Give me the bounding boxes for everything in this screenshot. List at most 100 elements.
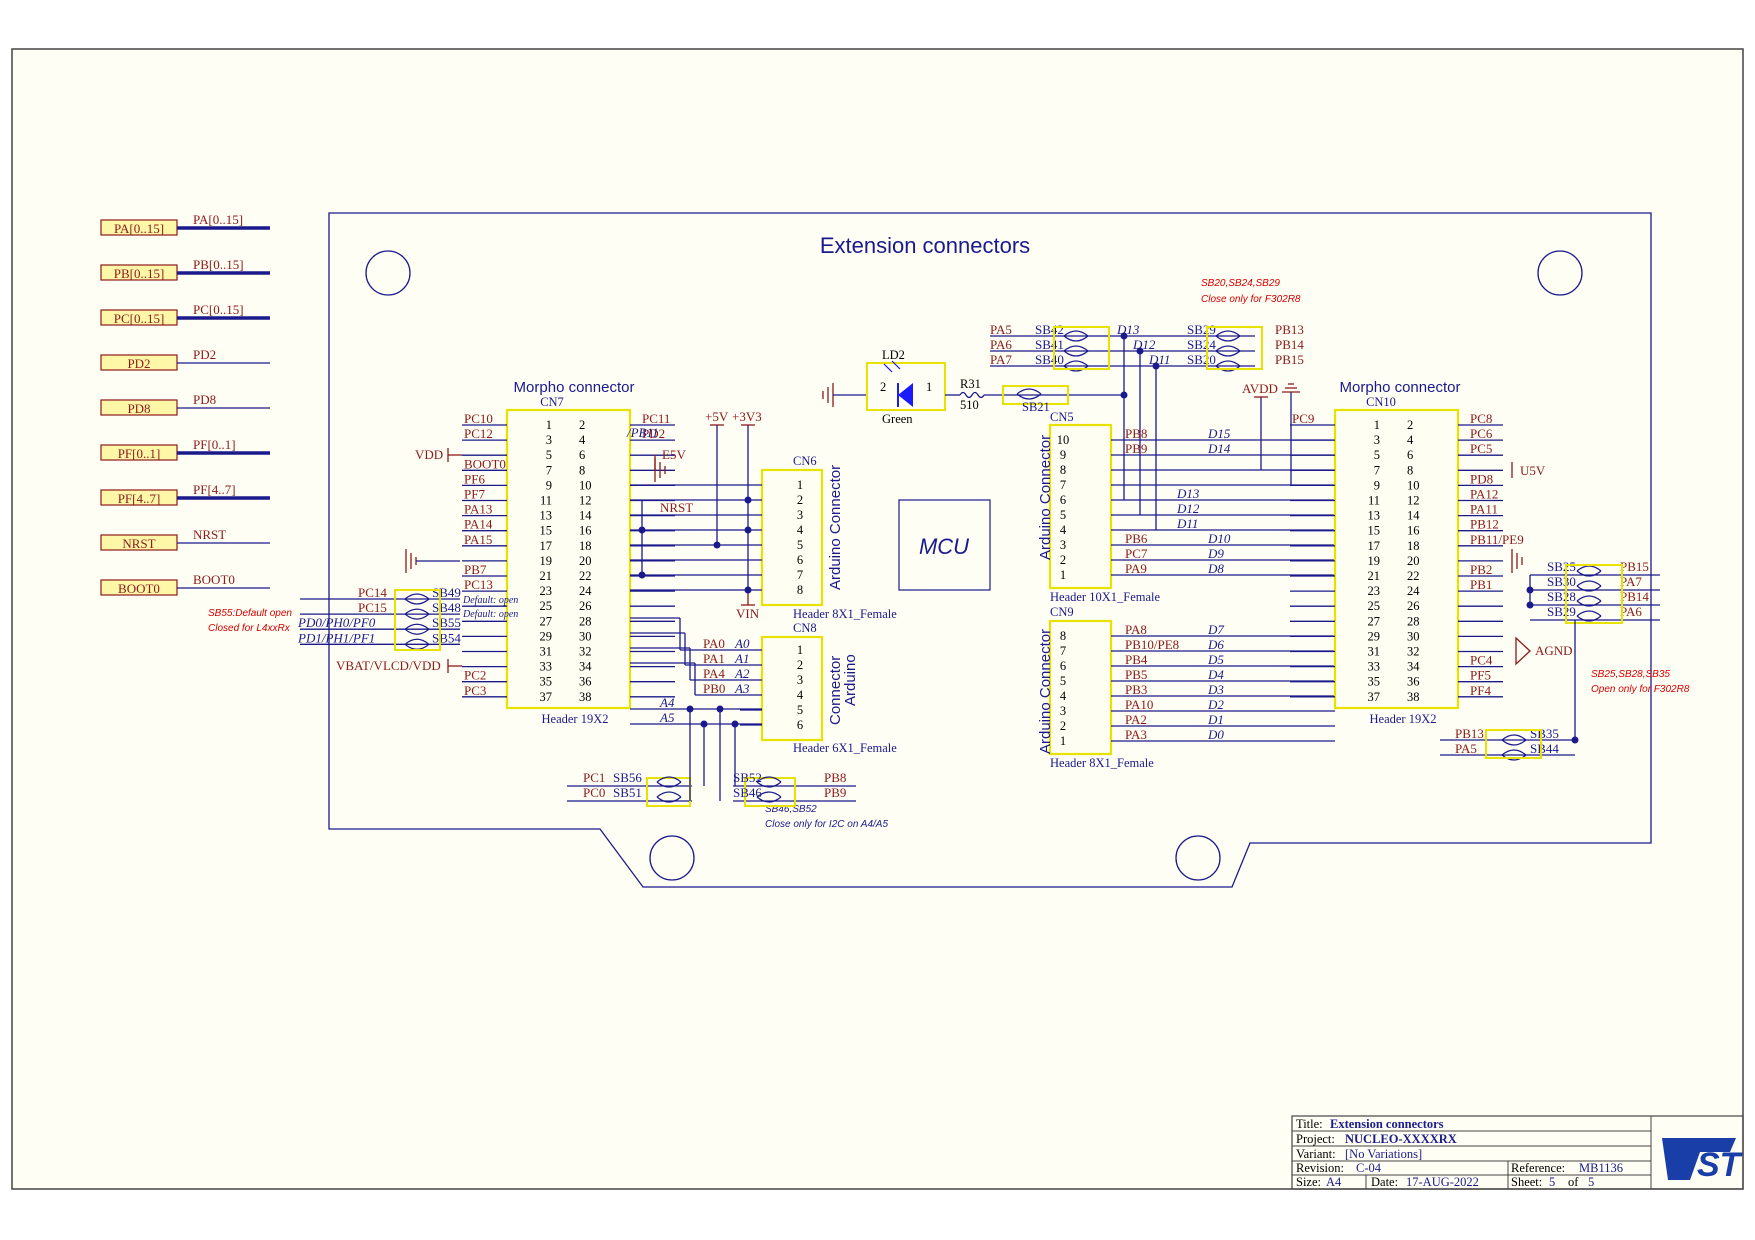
pin-number: 7 — [1374, 463, 1380, 477]
sb-d: D12 — [1132, 337, 1156, 352]
led-ref: LD2 — [882, 348, 905, 362]
pin-label: PB12 — [1470, 517, 1499, 532]
port-label: PD8 — [127, 401, 150, 416]
p3v3-label: +3V3 — [732, 409, 762, 424]
schematic-rect — [1002, 385, 1069, 405]
arduino-d: D15 — [1207, 426, 1231, 441]
schematic-circle — [700, 720, 708, 728]
pin-number: 21 — [1368, 569, 1381, 583]
cn7-ref: CN7 — [540, 395, 564, 409]
pin-label: PD2 — [642, 426, 665, 441]
pin-label: PB11/PE9 — [1470, 532, 1524, 547]
note: Closed for L4xxRx — [208, 623, 291, 634]
pin-number: 15 — [540, 524, 553, 538]
pin-number: 25 — [1368, 599, 1381, 613]
pin-number: 6 — [797, 553, 803, 567]
cn8-analog: A2 — [734, 666, 750, 681]
pin-label: PF5 — [1470, 668, 1491, 683]
st-logo: ST — [1662, 1138, 1744, 1184]
note: SB55:Default open — [208, 608, 292, 619]
pin-number: 7 — [1060, 478, 1066, 492]
pin-number: 9 — [1374, 478, 1380, 492]
pin-number: 33 — [540, 660, 553, 674]
sb-signal: PB13 — [1455, 726, 1484, 741]
cn5-footer: Header 10X1_Female — [1050, 590, 1160, 604]
pin-number: 10 — [1407, 478, 1420, 492]
pin-number: 11 — [1368, 494, 1380, 508]
pin-number: 9 — [1060, 448, 1066, 462]
note: Default: open — [462, 595, 518, 606]
schematic-circle — [1526, 601, 1534, 609]
schematic-circle — [716, 705, 724, 713]
title-block: Title: Extension connectors Project: NUC… — [1291, 1115, 1744, 1190]
pin-number: 6 — [1060, 659, 1066, 673]
pin-number: 24 — [1407, 584, 1420, 598]
r31-label: R31 — [960, 377, 981, 391]
tb-variant: [No Variations] — [1345, 1147, 1422, 1161]
cn5-connector: CN5 Arduino Connector Header 10X1_Female… — [1037, 410, 1335, 604]
pin-number: 28 — [579, 614, 592, 628]
sb-label: SB25 — [1547, 559, 1576, 574]
schematic-rect — [1291, 1115, 1744, 1190]
cn6-footer: Header 8X1_Female — [793, 607, 897, 621]
arduino-port: PB6 — [1125, 531, 1148, 546]
sb-label: SB20 — [1187, 352, 1216, 367]
board-outline — [328, 212, 1652, 888]
nrst-label: NRST — [660, 500, 693, 515]
pin-number: 4 — [579, 433, 586, 447]
tb-label: Date: — [1371, 1175, 1398, 1189]
pin-number: 2 — [1060, 553, 1066, 567]
mcu-label: MCU — [919, 534, 969, 559]
pb8-label: PB8 — [824, 770, 846, 785]
port-label: PB[0..15] — [114, 266, 165, 281]
pin-number: 25 — [540, 599, 553, 613]
note: Default: open — [462, 609, 518, 620]
led-ld2: LD2 2 1 Green R31 510 SB21 — [822, 348, 1127, 426]
sb-label: SB42 — [1035, 322, 1064, 337]
pin-number: 37 — [540, 690, 553, 704]
pin-number: 36 — [1407, 675, 1420, 689]
note: Open only for F302R8 — [1591, 684, 1690, 695]
arduino-d: D2 — [1207, 697, 1224, 712]
sb-label: SB28 — [1547, 589, 1576, 604]
pin-number: 5 — [1060, 674, 1066, 688]
pin-label: PC3 — [464, 683, 486, 698]
port-label: PC[0..15] — [114, 311, 165, 326]
pin-label: BOOT0 — [464, 456, 506, 471]
tb-revision: C-04 — [1356, 1161, 1382, 1175]
sb21-label: SB21 — [1022, 400, 1050, 414]
led-pin: 1 — [926, 380, 932, 394]
sb-label: SB44 — [1530, 741, 1559, 756]
p5v-label: +5V — [705, 409, 729, 424]
cn6-connector: CN6 Arduino Connector Header 8X1_Female … — [630, 454, 897, 621]
pc0-label: PC0 — [583, 785, 605, 800]
cn8-footer: Header 6X1_Female — [793, 741, 897, 755]
pin-number: 8 — [1060, 629, 1066, 643]
note: Close only for F302R8 — [1201, 294, 1301, 305]
schematic-rect — [1485, 729, 1542, 759]
pin-number: 12 — [579, 494, 592, 508]
arduino-d: D14 — [1207, 441, 1231, 456]
u5v-label: U5V — [1520, 463, 1546, 478]
mount-hole — [1537, 250, 1583, 296]
schematic-path — [959, 391, 985, 399]
sb-signal: PA5 — [1455, 741, 1477, 756]
sb-signal: PB15 — [1275, 352, 1304, 367]
tb-size: A4 — [1326, 1175, 1342, 1189]
cn8-analog: A1 — [734, 651, 749, 666]
pin-number: 30 — [579, 629, 592, 643]
cn9-side: Arduino Connector — [1037, 629, 1054, 754]
pin-number: 11 — [540, 494, 552, 508]
cn8-analog: A3 — [734, 681, 750, 696]
tb-label: Title: — [1296, 1117, 1323, 1131]
pin-number: 29 — [1368, 629, 1381, 643]
pin-number: 5 — [546, 448, 552, 462]
pin-number: 23 — [540, 584, 553, 598]
schematic-rect — [1048, 619, 1113, 756]
pin-number: 4 — [1407, 433, 1414, 447]
